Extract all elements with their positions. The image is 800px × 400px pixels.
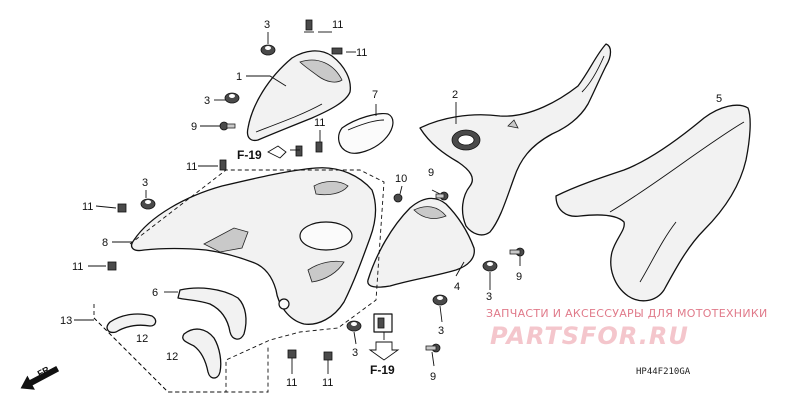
callout-6: 6 xyxy=(152,287,158,299)
clip-icon[interactable] xyxy=(219,159,227,171)
callout-13: 13 xyxy=(60,315,72,327)
callout-11: 11 xyxy=(332,19,343,31)
fasteners xyxy=(107,19,525,361)
grommet-icon[interactable] xyxy=(482,260,498,272)
callout-7: 7 xyxy=(372,89,378,101)
ref-f19-top[interactable]: F-19 xyxy=(237,145,287,162)
callout-11: 11 xyxy=(286,377,297,389)
clip-icon[interactable] xyxy=(117,203,127,213)
callout-4: 4 xyxy=(454,281,460,293)
callout-5: 5 xyxy=(716,93,722,105)
watermark-tagline: ЗАПЧАСТИ И АКСЕССУАРЫ ДЛЯ МОТОТЕХНИКИ xyxy=(486,307,768,320)
watermark-logo: PARTSFOR.RU xyxy=(490,322,689,350)
front-direction-arrow: FR. xyxy=(20,363,60,390)
grommet-icon[interactable] xyxy=(432,294,448,306)
callout-8: 8 xyxy=(102,237,108,249)
clip-icon[interactable] xyxy=(107,261,117,271)
callout-11: 11 xyxy=(82,201,93,213)
part-6-strip[interactable] xyxy=(177,287,247,340)
bolt-icon[interactable] xyxy=(435,191,449,201)
callout-3: 3 xyxy=(204,95,210,107)
callout-9: 9 xyxy=(516,271,522,283)
bracket-clip[interactable] xyxy=(373,313,393,333)
clip-icon[interactable] xyxy=(295,145,303,157)
callout-9: 9 xyxy=(430,371,436,383)
callout-9: 9 xyxy=(428,167,434,179)
callout-3: 3 xyxy=(352,347,358,359)
grommet-icon[interactable] xyxy=(346,320,362,332)
part-8-front-shroud[interactable] xyxy=(130,167,377,325)
callout-11: 11 xyxy=(314,117,325,129)
svg-text:FR.: FR. xyxy=(36,363,53,379)
clip-icon[interactable] xyxy=(315,141,323,153)
callouts: 3 11 11 1 3 9 11 11 3 11 8 11 6 13 12 12… xyxy=(60,19,722,389)
callout-2: 2 xyxy=(452,89,458,101)
callout-11: 11 xyxy=(72,261,83,273)
clip-icon[interactable] xyxy=(323,351,333,361)
svg-text:F-19: F-19 xyxy=(370,363,395,377)
bolt-icon[interactable] xyxy=(425,343,441,353)
sub-outline xyxy=(93,304,269,393)
part-12b-strip[interactable] xyxy=(182,328,222,379)
callout-1: 1 xyxy=(236,71,242,83)
callout-11: 11 xyxy=(322,377,333,389)
callout-9: 9 xyxy=(191,121,197,133)
callout-12: 12 xyxy=(166,351,178,363)
ref-f19-bottom[interactable]: F-19 xyxy=(368,341,400,377)
part-12a-strip[interactable] xyxy=(106,313,157,334)
callout-3: 3 xyxy=(438,325,444,337)
part-1-top-cover[interactable] xyxy=(246,50,351,142)
nut-icon[interactable] xyxy=(393,193,403,203)
callout-3: 3 xyxy=(142,177,148,189)
callout-11: 11 xyxy=(186,161,197,173)
clip-icon[interactable] xyxy=(331,47,343,55)
grommet-icon[interactable] xyxy=(140,198,156,210)
bolt-icon[interactable] xyxy=(219,121,236,131)
bolt-icon[interactable] xyxy=(509,247,525,257)
callout-3: 3 xyxy=(264,19,270,31)
part-2-side-cover[interactable] xyxy=(419,43,612,236)
diagram-code: HP44F210GA xyxy=(636,367,691,377)
callout-11: 11 xyxy=(356,47,367,59)
callout-10: 10 xyxy=(395,173,407,185)
clip-icon[interactable] xyxy=(287,349,297,359)
part-7-side-lid[interactable] xyxy=(338,113,394,154)
leader-lines xyxy=(74,31,521,374)
grommet-icon[interactable] xyxy=(224,92,240,104)
callout-3: 3 xyxy=(486,291,492,303)
part-4-inner-cover[interactable] xyxy=(367,197,475,288)
clip-icon[interactable] xyxy=(304,19,314,33)
callout-12: 12 xyxy=(136,333,148,345)
watermark: ЗАПЧАСТИ И АКСЕССУАРЫ ДЛЯ МОТОТЕХНИКИ PA… xyxy=(486,307,768,350)
part-5-side-cover[interactable] xyxy=(555,104,751,302)
svg-text:F-19: F-19 xyxy=(237,148,262,162)
grommet-icon[interactable] xyxy=(260,44,276,56)
assembly-outline xyxy=(93,169,385,393)
